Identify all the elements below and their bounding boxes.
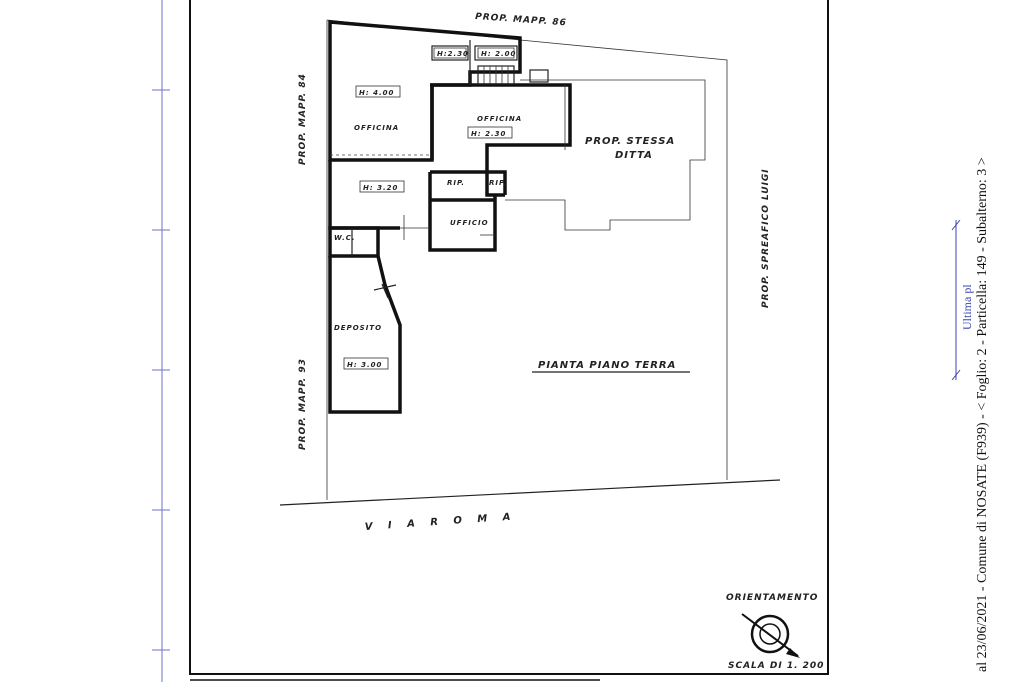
orientation-label: ORIENTAMENTO — [726, 593, 818, 603]
street-line — [279, 479, 781, 506]
street-label: V I A R O M A — [364, 511, 516, 533]
neighbor-left-top-label: PROP. MAPP. 84 — [298, 73, 308, 165]
height-top-left: H:2.30 — [437, 50, 469, 58]
north-arrow-icon — [741, 613, 800, 658]
height-top-right: H: 2.00 — [481, 50, 516, 58]
room-officina-left: OFFICINA — [354, 124, 399, 132]
same-company-label-2: DITTA — [615, 150, 653, 161]
height-middle: H: 3.20 — [363, 184, 398, 192]
scale-label: SCALA DI 1. 200 — [728, 661, 824, 671]
room-deposito: DEPOSITO — [334, 324, 382, 332]
cadastral-stamp-text: al 23/06/2021 - Comune di NOSATE (F939) … — [975, 157, 990, 672]
neighbor-right-label: PROP. SPREAFICO LUIGI — [761, 168, 771, 308]
height-deposito: H: 3.00 — [347, 361, 382, 369]
adjacent-area-outline — [505, 79, 706, 231]
deposito-walls — [328, 255, 402, 414]
height-officina-left: H: 4.00 — [359, 89, 394, 97]
room-officina-center: OFFICINA — [477, 115, 522, 123]
sheet-border — [189, 0, 829, 675]
stamp-bracket — [951, 220, 961, 380]
room-ripostiglio-1: RIP. — [447, 179, 465, 187]
neighbor-left-bottom-label: PROP. MAPP. 93 — [298, 358, 308, 450]
neighbor-top-label: PROP. MAPP. 86 — [475, 12, 567, 28]
room-wc: W.C. — [334, 234, 356, 242]
same-company-label-1: PROP. STESSA — [585, 136, 675, 147]
plan-title: PIANTA PIANO TERRA — [538, 360, 676, 371]
room-ripostiglio-2: RIP. — [489, 179, 507, 187]
stairs — [477, 65, 549, 85]
room-ufficio: UFFICIO — [450, 219, 489, 227]
height-officina-center: H: 2.30 — [471, 130, 506, 138]
